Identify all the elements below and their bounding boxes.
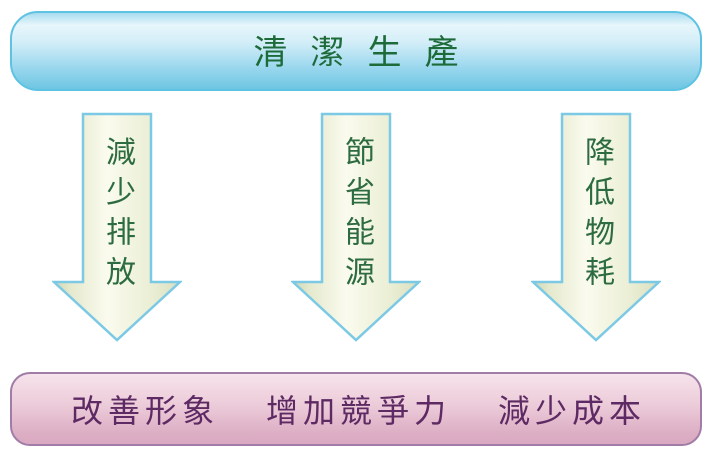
down-arrow-icon bbox=[291, 112, 421, 342]
outcome-increase-competitiveness: 增加競爭力 bbox=[265, 393, 451, 429]
outcome-improve-image: 改善形象 bbox=[70, 393, 219, 429]
outcome-reduce-cost: 減少成本 bbox=[498, 393, 647, 429]
top-banner: 清潔生產 bbox=[10, 11, 702, 91]
arrow-label-lower-material-consumption: 降低物耗 bbox=[580, 136, 613, 296]
down-arrow-reduce-emissions: 減少排放 bbox=[52, 112, 182, 343]
arrow-label-save-energy: 節省能源 bbox=[340, 136, 373, 296]
arrow-label-reduce-emissions: 減少排放 bbox=[101, 136, 134, 296]
bottom-banner: 改善形象 增加競爭力 減少成本 bbox=[10, 372, 702, 446]
diagram-title: 清潔生產 bbox=[253, 34, 482, 72]
down-arrow-icon bbox=[531, 112, 661, 342]
down-arrow-icon bbox=[52, 112, 182, 342]
down-arrow-save-energy: 節省能源 bbox=[291, 112, 421, 343]
down-arrow-lower-material-consumption: 降低物耗 bbox=[531, 112, 661, 343]
